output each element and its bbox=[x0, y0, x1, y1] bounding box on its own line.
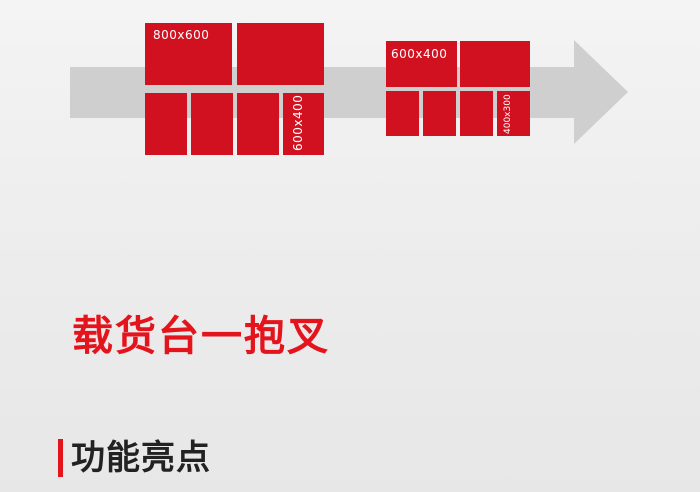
pallet-block bbox=[237, 23, 324, 85]
pallet-block-400x300: 400x300 bbox=[497, 91, 530, 136]
pallet-block bbox=[460, 91, 493, 136]
pallet-block bbox=[191, 93, 233, 155]
pallet-block-600x400: 600x400 bbox=[283, 93, 324, 155]
pallet-block bbox=[386, 91, 419, 136]
pallet-block bbox=[145, 93, 187, 155]
right-arrow-icon bbox=[574, 40, 628, 144]
pallet-block-800x600: 800x600 bbox=[145, 23, 232, 85]
section-heading: 功能亮点 bbox=[58, 438, 211, 478]
section-accent-bar bbox=[58, 439, 63, 477]
pallet-block bbox=[423, 91, 456, 136]
page-title: 载货台一抱叉 bbox=[72, 312, 330, 360]
pallet-size-label: 600x400 bbox=[291, 94, 305, 151]
pallet-size-label: 800x600 bbox=[153, 28, 210, 42]
pallet-block bbox=[460, 41, 530, 87]
pallet-size-label: 400x300 bbox=[503, 94, 513, 134]
pallet-block-600x400: 600x400 bbox=[386, 41, 457, 87]
pallet-block bbox=[237, 93, 279, 155]
pallet-size-label: 600x400 bbox=[391, 47, 448, 61]
section-title: 功能亮点 bbox=[71, 438, 211, 478]
